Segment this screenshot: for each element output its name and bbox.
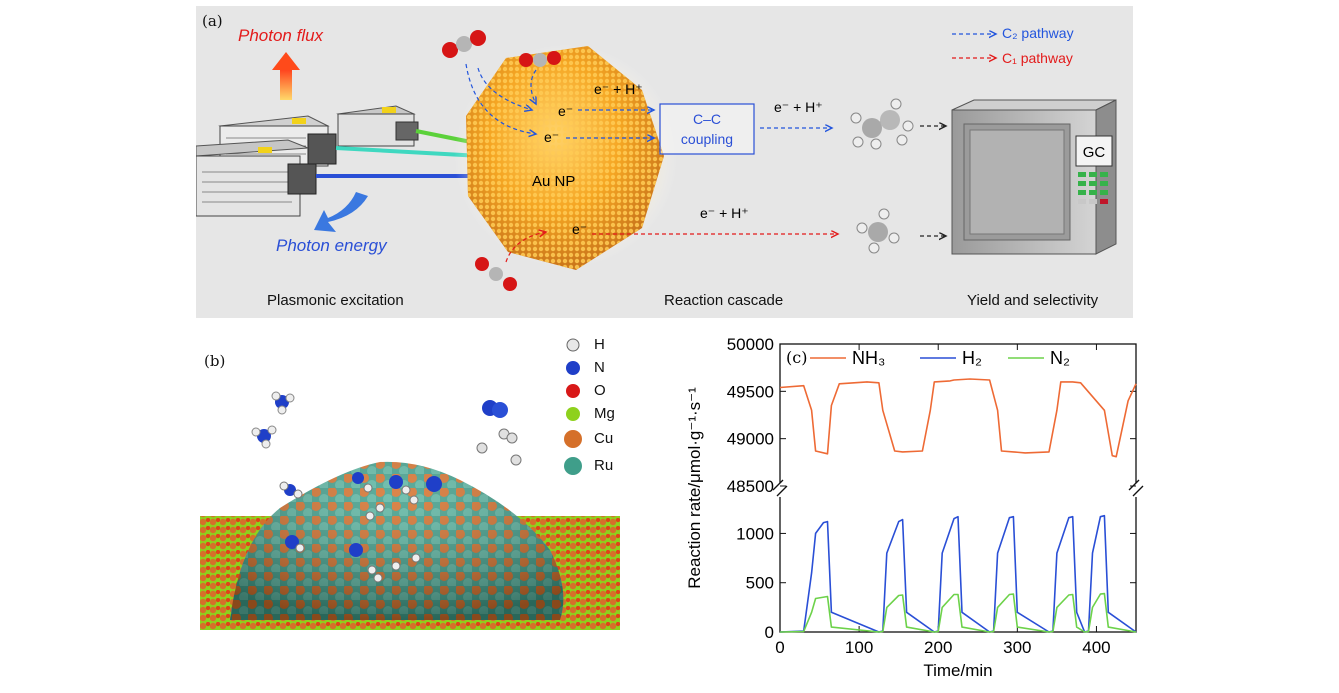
axis-break-gap	[772, 483, 788, 497]
cc-coupling-line-2: coupling	[681, 131, 733, 147]
axis-break-mark	[1128, 479, 1140, 491]
au-nanoparticle	[454, 44, 678, 270]
cu-swatch-icon	[564, 430, 582, 448]
x-tick-label: 300	[1003, 638, 1031, 657]
catalyst-surface-svg	[200, 391, 620, 630]
nh3-molecule-icon	[271, 391, 295, 415]
reaction-rate-chart: 48500 49000 49500 50000 0 500 1000 0 100 200 300 40…	[685, 335, 1144, 680]
legend-label-2: N₂	[1050, 348, 1070, 368]
photon-flux-label: Photon flux	[238, 26, 324, 45]
co-molecule-icon	[519, 51, 561, 67]
n-swatch-icon	[566, 361, 580, 375]
y-tick-label: 0	[765, 623, 774, 642]
x-tick-label: 0	[775, 638, 784, 657]
adsorption-arrow-4	[505, 232, 546, 263]
electron-label-1: e⁻	[558, 103, 573, 119]
axis-break-mark	[776, 485, 788, 497]
electron-proton-label-2: e⁻ + H⁺	[774, 99, 823, 115]
y-tick-label: 1000	[736, 524, 774, 543]
au-np-label: Au NP	[532, 173, 575, 190]
gc-instrument-icon	[951, 99, 1117, 255]
axis-break-mark	[1132, 485, 1144, 497]
y-tick-label: 49500	[727, 382, 774, 401]
plot-frame	[779, 343, 1137, 633]
c2-legend-label: C₂ pathway	[1002, 25, 1074, 41]
caption-plasmonic-excitation: Plasmonic excitation	[267, 292, 404, 309]
axis-break-mark	[772, 479, 784, 491]
co2-molecule-bottom-icon	[475, 257, 517, 291]
photon-energy-arrow-icon	[314, 192, 368, 232]
electron-label-3: e⁻	[572, 221, 587, 237]
cc-coupling-line-1: C–C	[693, 111, 721, 127]
mg-swatch-icon	[566, 407, 580, 421]
photon-flux-arrow-icon	[272, 52, 300, 100]
laser-bottom	[195, 139, 317, 217]
electron-proton-label-3: e⁻ + H⁺	[700, 205, 749, 221]
series-nh-line	[779, 378, 1137, 458]
laser-sources-icon	[195, 105, 419, 217]
panel-a-label: (a)	[202, 12, 223, 30]
n2-molecule-icon	[482, 400, 508, 418]
cc-coupling-box	[659, 103, 755, 155]
legend-cu: Cu	[594, 430, 614, 447]
axis-break-gap	[1128, 483, 1144, 497]
legend-label-1: H₂	[962, 348, 982, 368]
y-axis-label: Reaction rate/μmol·g⁻¹·s⁻¹	[685, 387, 704, 589]
electron-label-2: e⁻	[544, 129, 559, 145]
legend-h: H	[594, 336, 605, 353]
x-tick-label: 200	[924, 638, 952, 657]
gc-label: GC	[1083, 144, 1106, 161]
legend-mg: Mg	[594, 405, 615, 422]
legend-label-0: NH₃	[852, 348, 885, 368]
h-swatch-icon	[566, 338, 580, 352]
electron-proton-label-1: e⁻ + H⁺	[594, 81, 643, 97]
panel-b-label: (b)	[204, 352, 226, 370]
element-legend-swatches	[564, 338, 582, 475]
co2-molecule-icon	[442, 30, 486, 58]
panel-c-label: (c)	[786, 348, 807, 367]
panel-b-illustration	[200, 390, 620, 630]
nh3-molecule-icon	[251, 425, 277, 449]
series-h-line	[779, 514, 1137, 633]
y-tick-label: 500	[746, 574, 774, 593]
o-swatch-icon	[566, 384, 580, 398]
photon-energy-label: Photon energy	[276, 236, 387, 255]
series-n-line	[779, 592, 1137, 633]
adsorption-arrow-1	[477, 67, 532, 110]
panel-a-illustration: e⁻ e⁻ Au NP e⁻ e⁻ + H⁺ C–C coupling e⁻ +…	[195, 25, 1117, 291]
c1-legend-label: C₁ pathway	[1002, 50, 1073, 66]
x-axis-label: Time/min	[923, 661, 992, 680]
x-tick-label: 100	[845, 638, 873, 657]
panel-a: e⁻ e⁻ Au NP e⁻ e⁻ + H⁺ C–C coupling e⁻ +…	[195, 6, 1133, 318]
y-tick-label: 49000	[727, 430, 774, 449]
h-atom-icon	[476, 428, 522, 466]
ethane-molecule-icon	[850, 98, 914, 150]
legend-n: N	[594, 359, 605, 376]
caption-reaction-cascade: Reaction cascade	[664, 292, 784, 309]
methane-molecule-icon	[856, 208, 900, 254]
laser-top	[336, 105, 419, 147]
legend-o: O	[594, 382, 606, 399]
adsorbed-species	[279, 472, 442, 583]
element-legend: H N O Mg Cu Ru	[562, 336, 632, 488]
adsorption-arrow-2	[531, 69, 536, 104]
legend-ru: Ru	[594, 457, 614, 474]
pathway-legend: C₂ pathway C₁ pathway	[952, 25, 1074, 66]
y-tick-label: 48500	[727, 477, 774, 496]
caption-yield-selectivity: Yield and selectivity	[967, 292, 1099, 309]
y-tick-label: 50000	[727, 335, 774, 354]
ru-swatch-icon	[564, 457, 582, 475]
x-tick-label: 400	[1082, 638, 1110, 657]
